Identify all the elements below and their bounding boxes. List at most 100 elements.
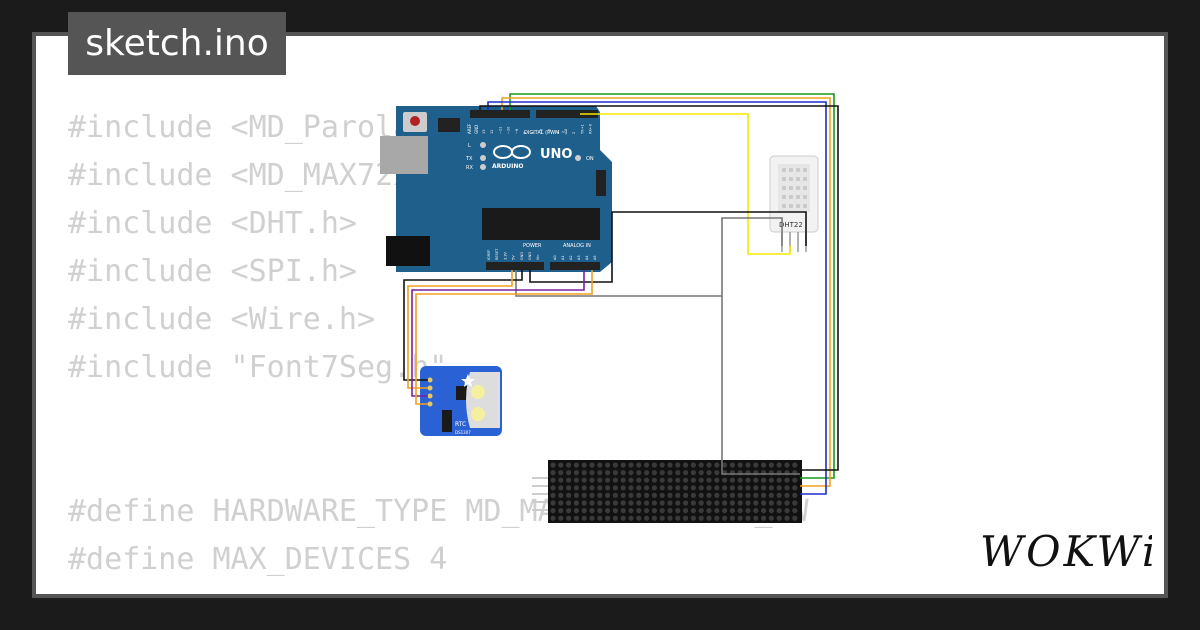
pin-label: RESET xyxy=(495,248,499,260)
matrix-led-dot xyxy=(690,485,697,491)
matrix-led-dot xyxy=(581,477,587,483)
led-on-icon xyxy=(575,155,581,161)
rtc-chip xyxy=(442,410,452,432)
wokwi-logo-icon: WOKWi xyxy=(980,527,1152,576)
matrix-led-dot xyxy=(768,508,775,514)
matrix-led-dot xyxy=(558,485,564,491)
matrix-led-dot xyxy=(714,470,720,476)
matrix-led-dot xyxy=(605,477,611,483)
matrix-led-dot xyxy=(675,485,681,491)
dht-vent-hole xyxy=(789,168,793,172)
dht-vent-hole xyxy=(782,177,786,181)
dht-vent-hole xyxy=(782,204,786,208)
matrix-led-dot xyxy=(558,470,564,476)
code-line: #include <DHT.h> xyxy=(68,206,357,241)
matrix-led-dot xyxy=(581,462,587,468)
power-jack xyxy=(386,236,430,266)
pin-label: GND xyxy=(520,252,524,260)
wire-green xyxy=(509,93,835,479)
matrix-led-dot xyxy=(761,515,767,521)
matrix-led-dot xyxy=(768,515,775,521)
matrix-led-dot xyxy=(714,485,720,491)
digital-label: DIGITAL (PWM ~) xyxy=(524,130,567,136)
matrix-led-dot xyxy=(690,462,697,468)
matrix-led-dot xyxy=(636,462,642,468)
dht-vent-hole xyxy=(782,168,786,172)
matrix-led-dot xyxy=(597,508,603,514)
power-label: POWER xyxy=(523,243,542,249)
matrix-led-dot xyxy=(659,470,665,476)
coin-cell-contact-top xyxy=(471,385,485,399)
matrix-led-dot xyxy=(566,492,572,498)
matrix-led-dot xyxy=(667,515,673,521)
matrix-led-dot xyxy=(706,508,712,514)
dht22-sensor[interactable]: DHT22 xyxy=(769,155,819,252)
rx-label: RX xyxy=(466,165,473,171)
matrix-led-dot xyxy=(550,492,556,498)
pin-label: Vin xyxy=(536,254,540,260)
matrix-led-dot xyxy=(558,500,564,506)
matrix-led-dot xyxy=(636,500,642,506)
matrix-led-dot xyxy=(690,470,697,476)
matrix-led-dot xyxy=(566,462,572,468)
matrix-led-dot xyxy=(776,500,782,506)
matrix-led-dot xyxy=(714,515,720,521)
rtc-chip-label: DS1307 xyxy=(455,430,471,435)
matrix-led-dot xyxy=(745,508,751,514)
matrix-led-dot xyxy=(776,477,782,483)
matrix-led-dot xyxy=(729,500,736,506)
matrix-led-dot xyxy=(706,515,712,521)
led-matrix-display[interactable] xyxy=(532,460,802,523)
matrix-led-dot xyxy=(628,500,634,506)
dht-vent-hole xyxy=(796,186,800,190)
matrix-led-dot xyxy=(597,462,603,468)
matrix-led-dot xyxy=(753,485,759,491)
wire-black-top xyxy=(479,105,839,471)
matrix-led-dot xyxy=(597,500,603,506)
matrix-led-dot xyxy=(612,515,619,521)
matrix-led-dot xyxy=(776,462,782,468)
matrix-led-dot xyxy=(761,508,767,514)
dht-vent-hole xyxy=(782,195,786,199)
matrix-led-dot xyxy=(729,485,736,491)
matrix-led-dot xyxy=(636,477,642,483)
matrix-led-dot xyxy=(581,485,587,491)
matrix-led-dot xyxy=(573,500,580,506)
matrix-led-dot xyxy=(792,485,798,491)
matrix-led-dot xyxy=(745,515,751,521)
pin-label: A2 xyxy=(569,255,573,260)
matrix-led-dot xyxy=(566,508,572,514)
matrix-led-dot xyxy=(612,477,619,483)
matrix-led-dot xyxy=(605,508,611,514)
matrix-led-dot xyxy=(667,485,673,491)
code-line: #include "Font7Seg.h" xyxy=(68,350,448,385)
matrix-led-dot xyxy=(597,492,603,498)
matrix-led-dot xyxy=(768,462,775,468)
pin-label: A0 xyxy=(553,255,557,260)
matrix-led-dot xyxy=(558,462,564,468)
matrix-led-dot xyxy=(589,515,595,521)
dht-label: DHT22 xyxy=(779,221,803,229)
wire-gray-matrix xyxy=(721,296,800,475)
dht-vent-hole xyxy=(789,186,793,190)
arduino-uno-board[interactable]: UNO ARDUINO DIGITAL (PWM ~) POWER ANALOG… xyxy=(380,106,612,272)
matrix-led-dot xyxy=(667,462,673,468)
matrix-led-dot xyxy=(768,492,775,498)
matrix-led-dot xyxy=(636,485,642,491)
file-tab[interactable]: sketch.ino xyxy=(68,12,286,75)
matrix-led-dot xyxy=(550,515,556,521)
dht-vent-hole xyxy=(796,204,800,208)
matrix-led-dot xyxy=(550,485,556,491)
pin-label: 12 xyxy=(490,130,494,134)
wire-blue xyxy=(487,101,827,495)
matrix-led-dot xyxy=(628,515,634,521)
dht-vent-hole xyxy=(796,177,800,181)
matrix-led-dot xyxy=(597,470,603,476)
on-label: ON xyxy=(586,156,594,162)
matrix-led-dot xyxy=(589,477,595,483)
matrix-led-dot xyxy=(698,462,704,468)
matrix-led-dot xyxy=(628,508,634,514)
matrix-led-dot xyxy=(659,508,665,514)
matrix-led-dot xyxy=(729,515,736,521)
rtc-ds1307-module[interactable]: RTC DS1307 xyxy=(420,366,502,436)
